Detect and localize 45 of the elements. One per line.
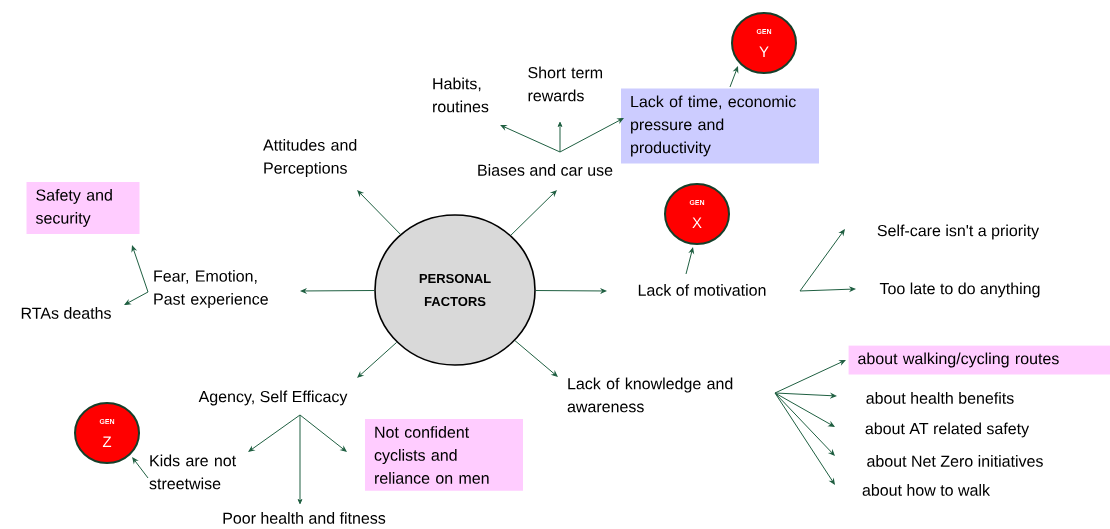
arrow [514,340,558,377]
highlight-box: about walking/cycling routes [848,345,1110,375]
factor-label: Short term rewards [528,66,602,102]
arrow [729,66,739,88]
factor-label: Attitudes and Perceptions [263,139,357,177]
factor-label: Kids are not streetwise [149,454,237,490]
arrow [132,457,149,479]
highlight-box: Not confident cyclists and reliance on men [365,419,523,491]
factor-label: RTAs deaths [21,307,111,319]
arrow [248,414,301,452]
arrow [774,392,835,427]
factor-label: Habits, routines [433,77,489,113]
factor-label: Lack of motivation [638,284,766,296]
arrow [557,121,563,153]
factor-label: Lack of knowledge and awareness [567,377,733,413]
factor-label: about how to walk [862,484,991,496]
factor-label: Too late to do anything [879,282,1040,298]
arrow [500,125,561,153]
arrow [299,414,347,452]
arrow [357,190,401,235]
arrow [559,118,624,153]
factor-label: Self-care isn't a priority [877,224,1040,240]
arrow [774,392,835,456]
arrow [535,288,607,294]
factor-label: Agency, Self Efficacy [198,390,348,406]
arrow [774,392,837,399]
highlight-box: Safety and security [26,182,140,234]
factor-label: about health benefits [866,392,1014,404]
arrow [774,392,835,485]
factor-label: about Net Zero initiatives [867,455,1043,467]
arrow [685,247,694,275]
arrow [124,291,149,305]
factor-label: Biases and car use [478,164,613,176]
factor-label: about AT related safety [865,422,1030,438]
arrow [297,414,303,505]
arrow [357,341,398,378]
arrow [774,360,846,394]
highlight-box: Lack of time, economic pressure and productivity [621,88,819,164]
arrow [300,288,375,294]
arrow [799,229,845,292]
factor-label: Poor health and fitness [223,512,386,524]
arrow [799,286,856,292]
arrow [131,245,149,293]
arrow [510,190,557,236]
factor-label: Fear, Emotion, Past experience [154,270,268,308]
